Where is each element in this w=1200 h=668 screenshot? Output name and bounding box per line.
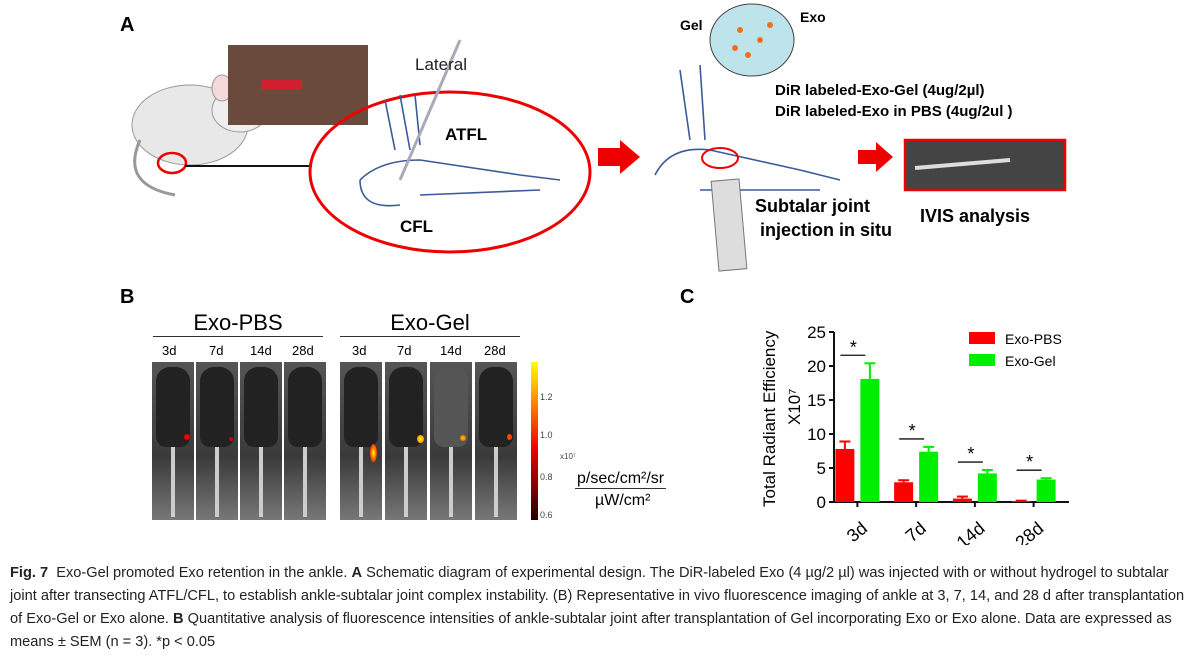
- day-label: 28d: [292, 343, 314, 358]
- bar-exo-pbs: [835, 448, 855, 502]
- arrow-right-icon: [858, 142, 893, 172]
- panel-a-label: A: [120, 14, 135, 36]
- panel-c-label: C: [680, 286, 695, 308]
- ivis-mouse-image: [196, 362, 238, 520]
- ivis-mouse-image: [340, 362, 382, 520]
- colorbar-exponent: x10⁷: [560, 452, 576, 461]
- y-axis-exponent: X10⁷: [785, 389, 804, 425]
- ivis-mouse-image: [152, 362, 194, 520]
- significance-star: *: [909, 421, 916, 441]
- ivis-image: [903, 138, 1067, 192]
- ivis-mouse-image: [475, 362, 517, 520]
- svg-text:DiR labeled-Exo in PBS (4ug/2u: DiR labeled-Exo in PBS (4ug/2ul ): [775, 103, 1013, 120]
- ivis-mouse-image: [385, 362, 427, 520]
- y-tick-label: 25: [807, 323, 826, 342]
- bar-exo-gel: [919, 451, 939, 502]
- x-tick-label: 7d: [902, 518, 930, 545]
- day-label: 7d: [397, 343, 412, 358]
- arrow-right-icon: [598, 140, 640, 174]
- syringe: [710, 178, 748, 272]
- caption-fig-number: Fig. 7: [10, 565, 49, 581]
- svg-text:Subtalar joint: Subtalar joint: [755, 196, 870, 216]
- y-tick-label: 15: [807, 391, 826, 410]
- y-tick-label: 10: [807, 425, 826, 444]
- unit-denominator: µW/cm²: [595, 492, 651, 509]
- unit-numerator: p/sec/cm²/sr: [575, 470, 667, 489]
- ivis-mouse-image: [240, 362, 282, 520]
- ivis-mouse-image: [284, 362, 326, 520]
- svg-text:Gel: Gel: [680, 17, 703, 33]
- day-label: 14d: [440, 343, 462, 358]
- significance-star: *: [1026, 452, 1033, 472]
- foot-bones: [359, 64, 841, 207]
- significance-star: *: [967, 444, 974, 464]
- svg-text:injection in situ: injection in situ: [760, 220, 892, 240]
- colorbar-tick: 1.2: [540, 392, 553, 402]
- bar-exo-gel: [977, 473, 997, 502]
- colorbar-tick: 1.0: [540, 430, 553, 440]
- y-axis-label: Total Radiant Efficiency: [760, 330, 779, 507]
- svg-text:Lateral: Lateral: [415, 55, 467, 74]
- svg-text:DiR labeled-Exo-Gel (4ug/2µl): DiR labeled-Exo-Gel (4ug/2µl): [775, 82, 985, 99]
- legend-swatch: [969, 354, 995, 366]
- colorbar-tick: 0.8: [540, 472, 553, 482]
- y-tick-label: 5: [817, 459, 826, 478]
- significance-star: *: [850, 337, 857, 357]
- bar-exo-gel: [1036, 479, 1056, 502]
- bar-exo-pbs: [894, 482, 914, 502]
- svg-text:IVIS analysis: IVIS analysis: [920, 206, 1030, 226]
- red-ellipse: [308, 90, 592, 254]
- bar-exo-gel: [860, 378, 880, 502]
- x-tick-label: 14d: [953, 518, 989, 545]
- day-label: 7d: [209, 343, 224, 358]
- svg-text:Exo: Exo: [800, 9, 826, 25]
- day-label: 3d: [162, 343, 177, 358]
- legend-label: Exo-Gel: [1005, 353, 1056, 369]
- schematic-diagram: Lateral ATFL CFL Gel Exo DiR labeled-Exo…: [131, 3, 1067, 272]
- day-label: 28d: [484, 343, 506, 358]
- legend-label: Exo-PBS: [1005, 331, 1062, 347]
- ivis-mouse-image: [430, 362, 472, 520]
- day-label: 3d: [352, 343, 367, 358]
- bar-exo-pbs: [952, 498, 972, 502]
- panel-b-label: B: [120, 286, 135, 308]
- day-label: 14d: [250, 343, 272, 358]
- y-tick-label: 0: [817, 493, 826, 512]
- x-tick-label: 28d: [1011, 518, 1047, 545]
- figure-caption: Fig. 7 Exo-Gel promoted Exo retention in…: [10, 565, 1185, 650]
- y-tick-label: 20: [807, 357, 826, 376]
- colorbar-tick: 0.6: [540, 510, 553, 520]
- bar-chart: 0 5 10 15 20 25 3d * 7d * 14d * 28d * Total Radiant Ef…: [760, 323, 1069, 545]
- gel-sphere: [709, 3, 795, 77]
- x-tick-label: 3d: [843, 518, 871, 545]
- svg-text:CFL: CFL: [400, 217, 433, 236]
- group-header-exo-gel: Exo-Gel: [340, 310, 520, 337]
- legend-swatch: [969, 332, 995, 344]
- group-header-exo-pbs: Exo-PBS: [153, 310, 323, 337]
- svg-text:ATFL: ATFL: [445, 125, 487, 144]
- colorbar: [531, 362, 538, 520]
